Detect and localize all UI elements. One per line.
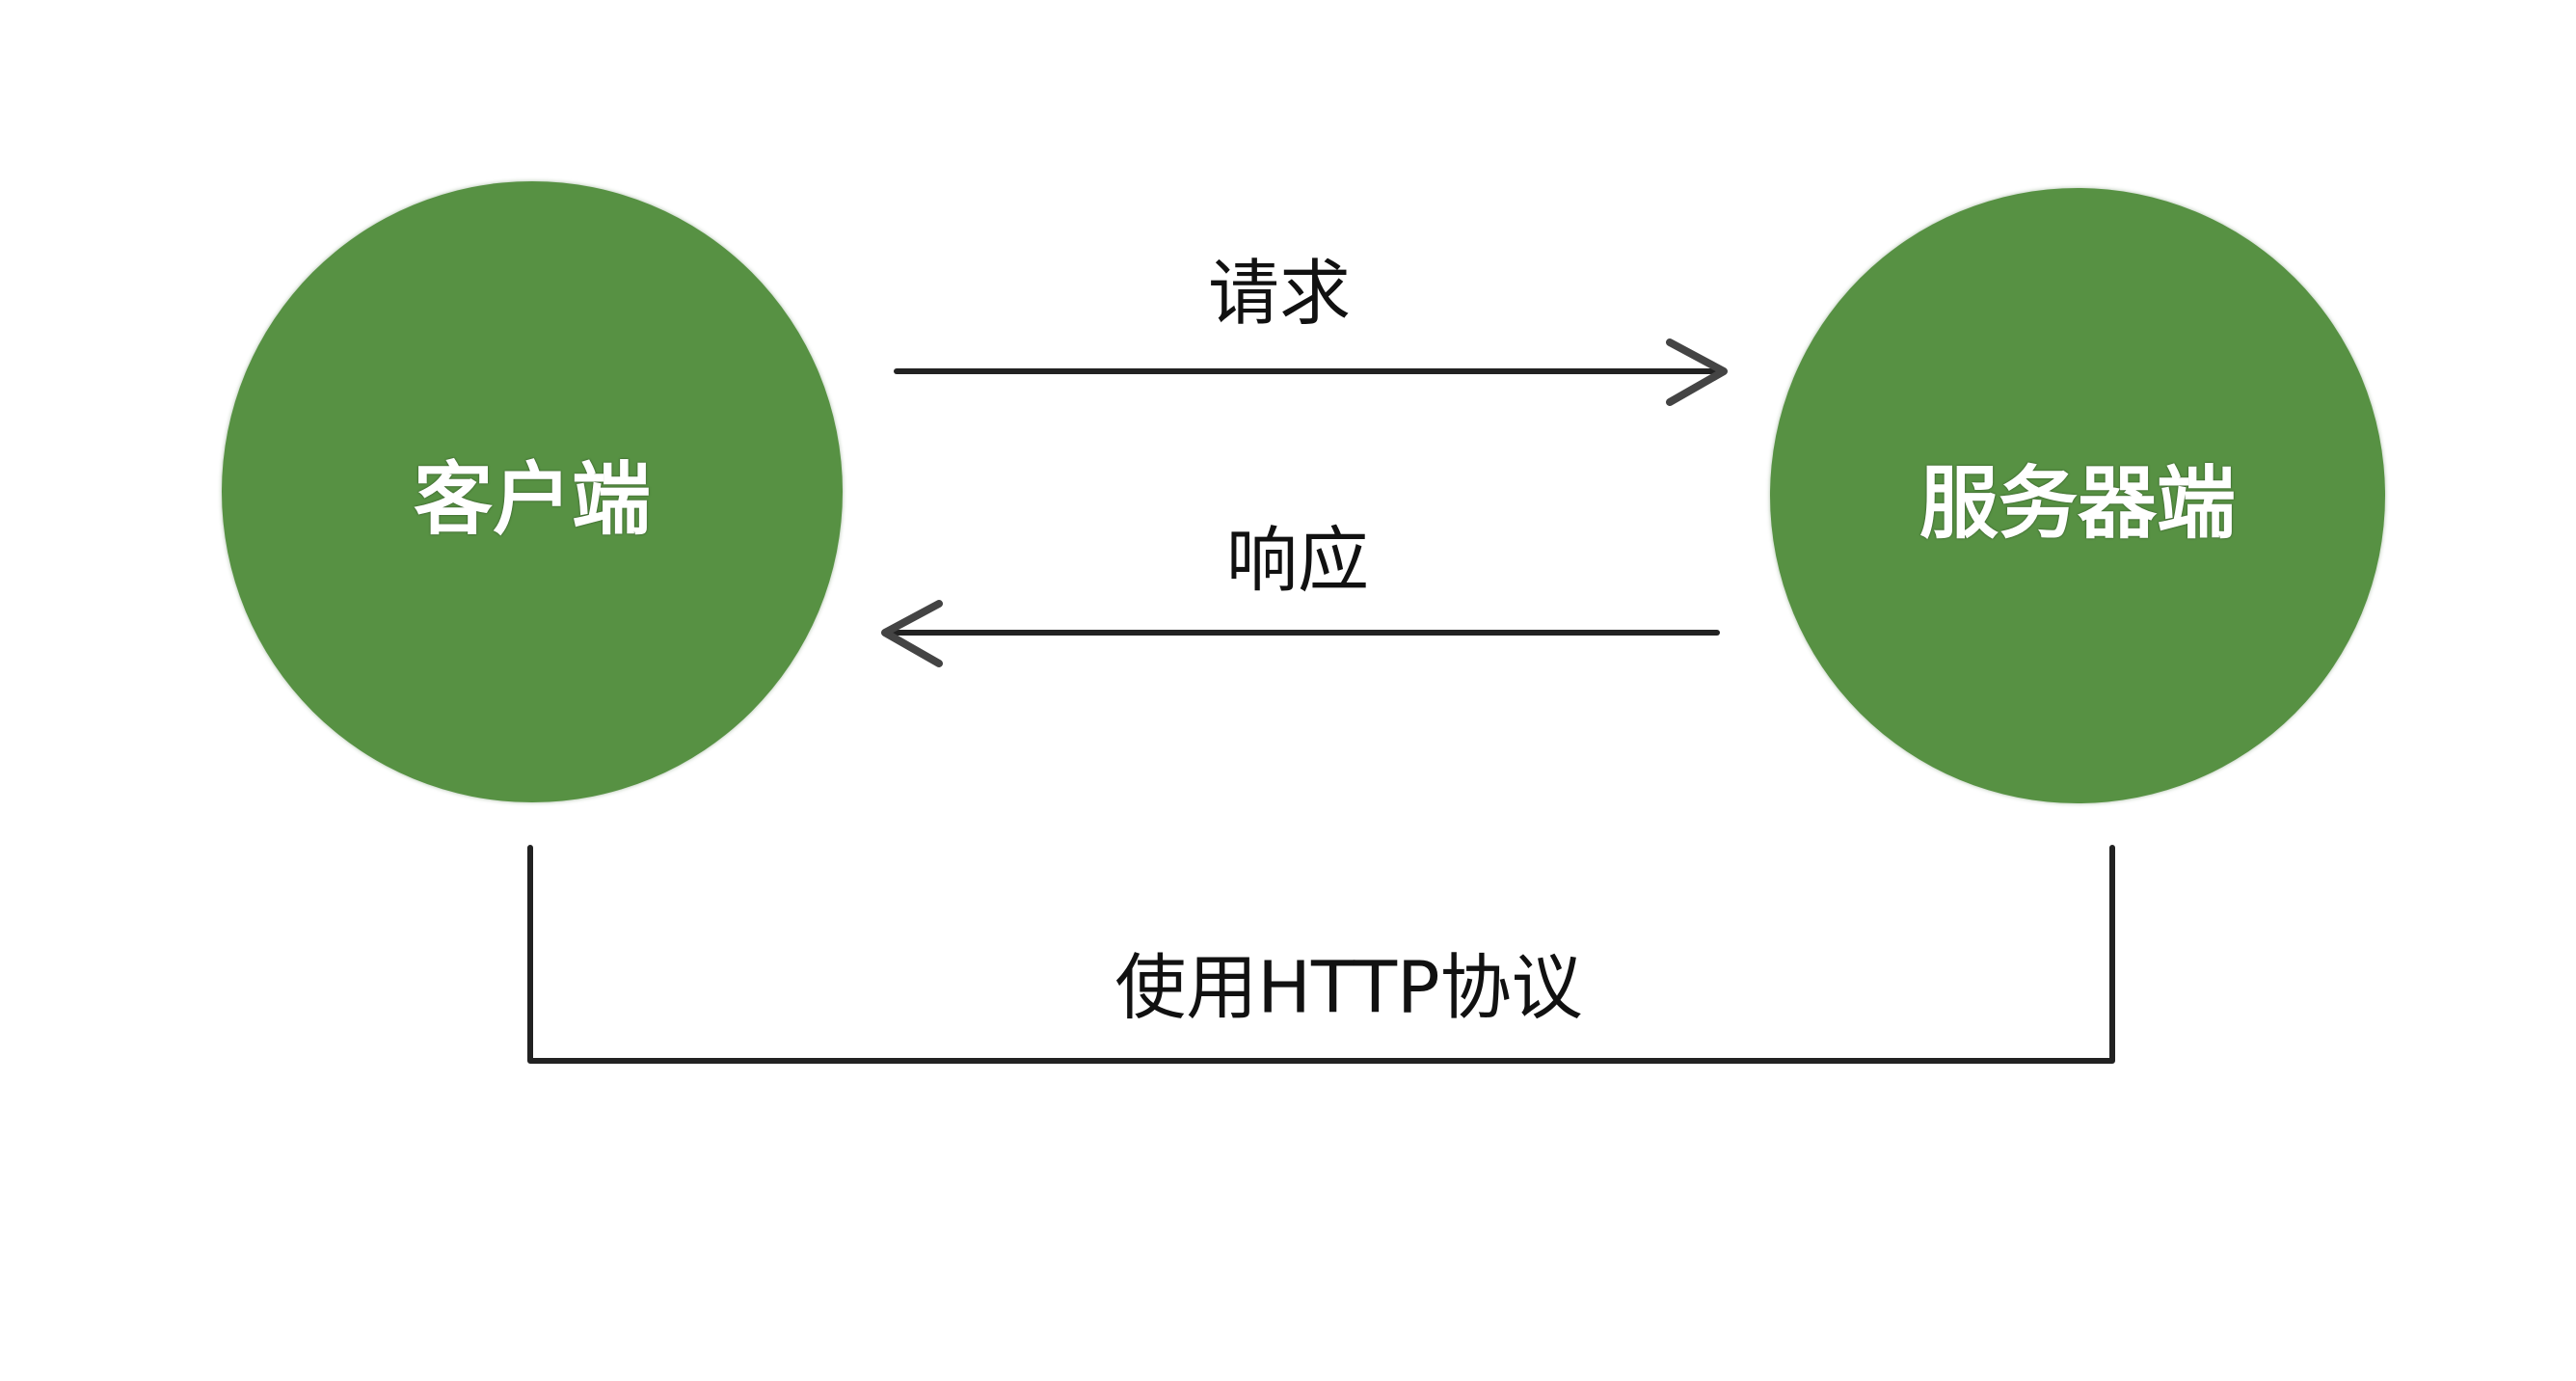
client-label: 客户端 bbox=[413, 453, 651, 546]
response-arrowhead bbox=[881, 600, 943, 667]
protocol-label: 使用HTTP协议 bbox=[1114, 946, 1583, 1030]
request-label: 请求 bbox=[1208, 252, 1351, 336]
protocol-bracket bbox=[527, 845, 2115, 1064]
request-arrowhead bbox=[1666, 338, 1728, 406]
response-label: 响应 bbox=[1226, 519, 1369, 603]
server-label: 服务器端 bbox=[1919, 457, 2236, 550]
client-node: 客户端 bbox=[222, 181, 843, 802]
server-node: 服务器端 bbox=[1770, 188, 2385, 803]
